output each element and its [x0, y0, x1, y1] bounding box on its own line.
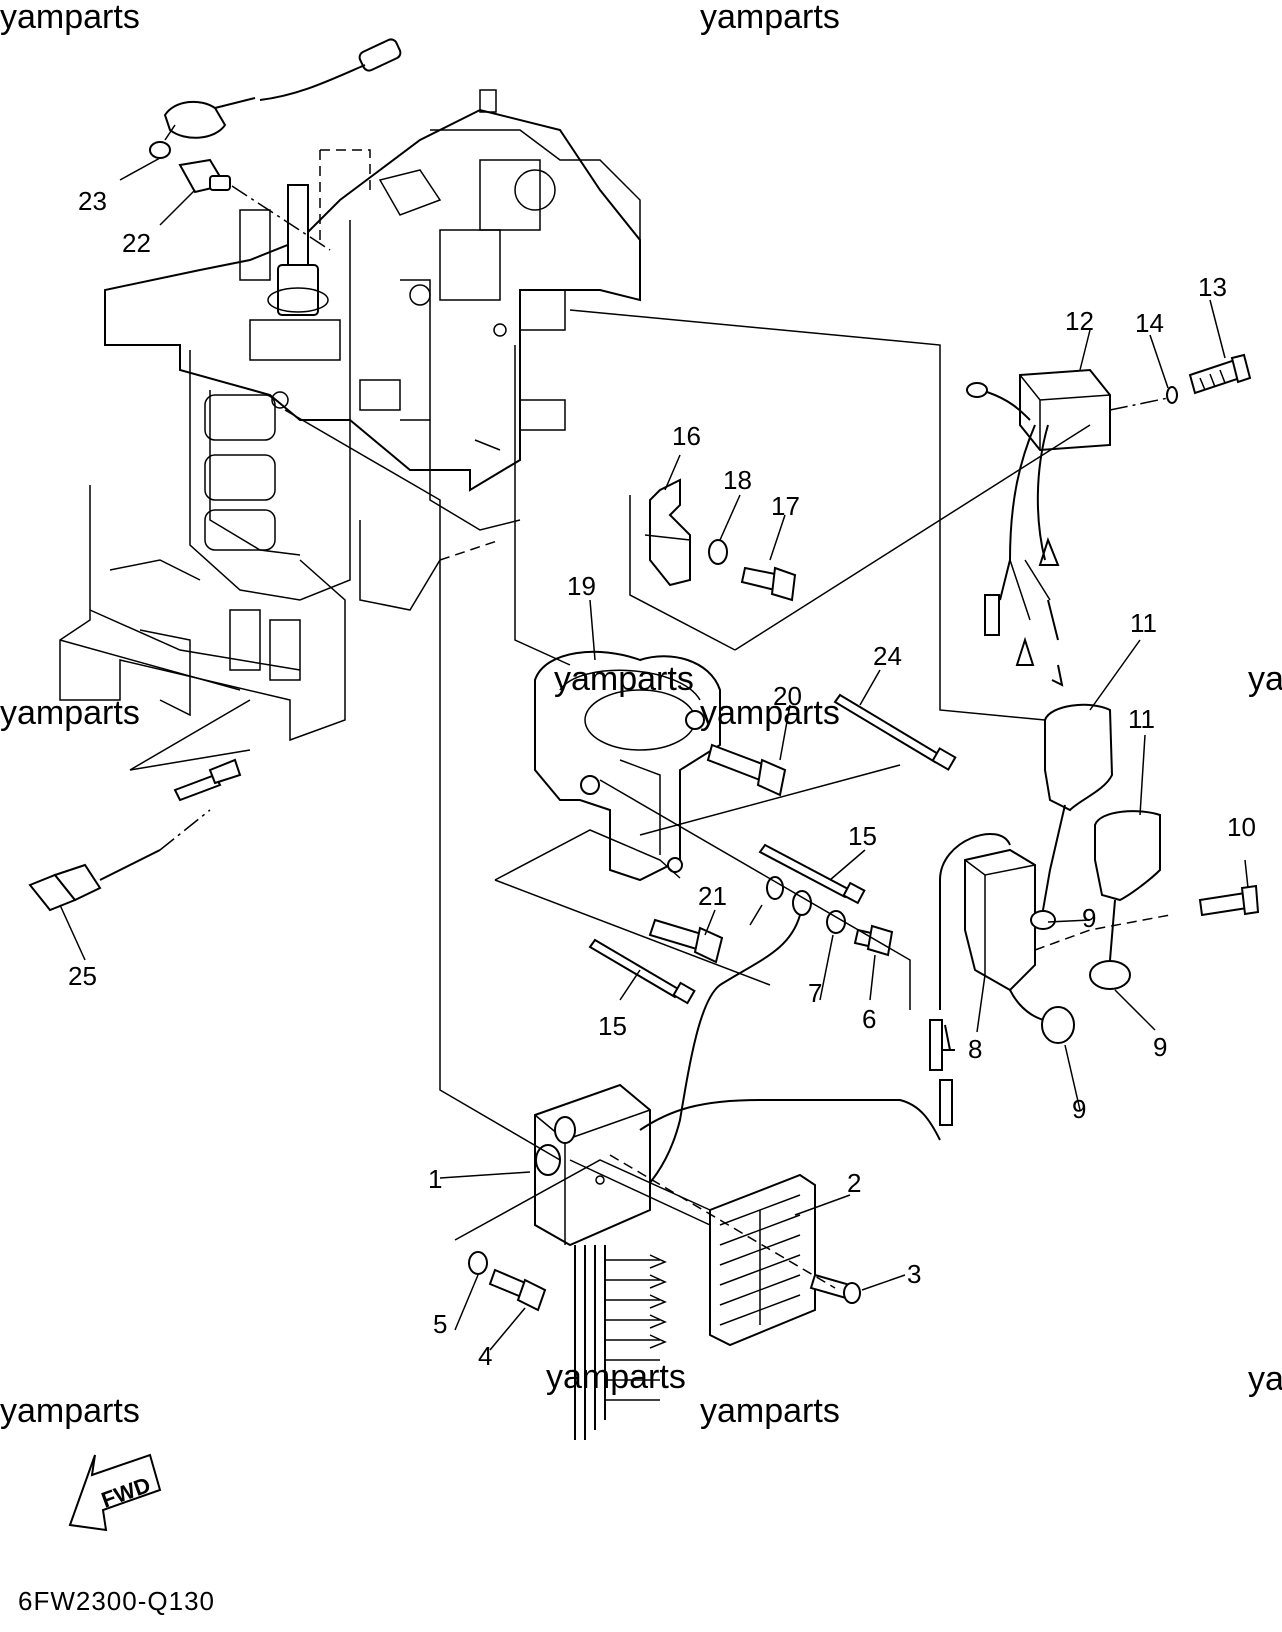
fwd-arrow-icon: FWD [68, 1453, 162, 1532]
callout-8: 8 [968, 1034, 982, 1064]
part-21-bolt [648, 918, 724, 964]
callout-24: 24 [873, 641, 902, 671]
callout-11b: 11 [1128, 704, 1155, 734]
part-17-bolt [740, 566, 797, 602]
callout-23: 23 [78, 186, 107, 216]
callout-2: 2 [847, 1168, 861, 1198]
callout-15b: 15 [598, 1011, 627, 1041]
part-12-bracket [966, 368, 1111, 687]
callout-leaders [59, 157, 1249, 1351]
callout-9b: 9 [1153, 1032, 1167, 1062]
part-15-cable-tie-upper [758, 843, 866, 905]
callout-1: 1 [428, 1164, 442, 1194]
connector-stubs [929, 1019, 955, 1126]
watermark: yamparts [700, 694, 840, 732]
part-10-bolt [1198, 884, 1260, 917]
callout-19: 19 [567, 571, 596, 601]
callout-12: 12 [1065, 306, 1094, 336]
part-16-clamp [629, 478, 736, 651]
watermark: yamparts [0, 0, 140, 36]
callout-6: 6 [862, 1004, 876, 1034]
part-11-cap-upper [1042, 703, 1114, 911]
callout-21: 21 [698, 881, 727, 911]
part-2-terminal-block [709, 1173, 816, 1347]
callout-17: 17 [771, 491, 800, 521]
callout-16: 16 [672, 421, 701, 451]
callout-4: 4 [478, 1341, 492, 1371]
part-15-cable-tie-lower [588, 938, 696, 1005]
callout-22: 22 [122, 228, 151, 258]
callout-15a: 15 [848, 821, 877, 851]
engine-block [104, 89, 641, 611]
watermark: yamparts [0, 1392, 140, 1430]
part-3-screw [809, 1273, 861, 1304]
part-11-cap-lower [1094, 810, 1161, 961]
watermark: ya [1248, 1360, 1282, 1398]
watermark: yamparts [700, 1392, 840, 1430]
mount-bracket [59, 485, 346, 742]
part-25-sensor [28, 699, 251, 912]
watermark: yamparts [0, 694, 140, 732]
watermark: yamparts [554, 660, 694, 698]
part-6-bolt [853, 924, 894, 957]
callout-5: 5 [433, 1309, 447, 1339]
part-7-washer [826, 910, 846, 934]
diagram-code: 6FW2300-Q130 [18, 1586, 215, 1616]
part-22-sensor [178, 158, 331, 251]
callout-25: 25 [68, 961, 97, 991]
callout-9c: 9 [1072, 1094, 1086, 1124]
callout-10: 10 [1227, 812, 1256, 842]
callout-9a: 9 [1082, 903, 1096, 933]
part-13-bolt [1188, 353, 1252, 395]
watermark: yamparts [700, 0, 840, 36]
part-4-bolt [488, 1268, 547, 1312]
part-18-washer [708, 539, 728, 565]
ground-lead [619, 876, 812, 1211]
watermark: yamparts [546, 1358, 686, 1396]
part-24-cable-tie [833, 693, 957, 771]
part-20-bolt [706, 743, 787, 797]
callout-numbers: 1 2 3 4 5 6 7 8 9 9 9 10 11 11 12 13 14 … [68, 186, 1256, 1371]
callout-3: 3 [907, 1259, 921, 1289]
part-14-washer [1109, 386, 1178, 411]
part-5-washer [468, 1251, 488, 1275]
part-1-cdi-unit [534, 1083, 941, 1440]
part-23-plug-cap [149, 38, 402, 159]
callout-7: 7 [808, 978, 822, 1008]
callout-11a: 11 [1130, 608, 1157, 638]
reference-lines [284, 309, 1171, 1289]
callout-20: 20 [773, 681, 802, 711]
part-9-grommets [1030, 910, 1131, 1044]
watermark: ya [1248, 660, 1282, 698]
callout-14: 14 [1135, 308, 1164, 338]
part-8-ignition-coil [939, 833, 1061, 1022]
callout-13: 13 [1198, 272, 1227, 302]
callout-18: 18 [723, 465, 752, 495]
